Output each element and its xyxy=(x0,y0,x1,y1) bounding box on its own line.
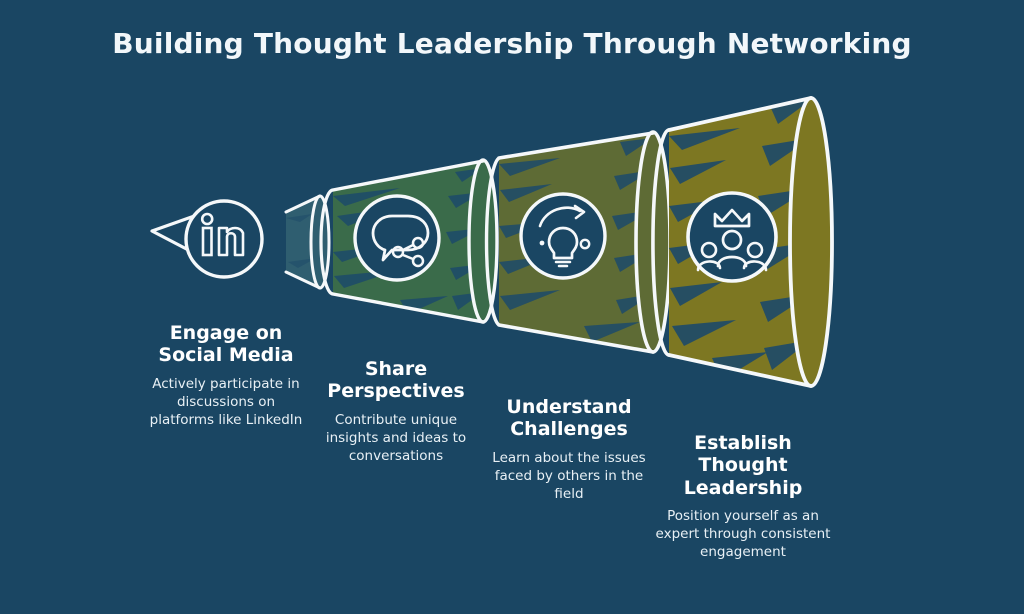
stage-heading-line-2: Perspectives xyxy=(327,380,465,403)
stage-heading-line-1: Understand xyxy=(506,396,632,418)
stage-heading: Understand Challenges xyxy=(486,396,652,441)
stage-description: Actively participate in discussions on p… xyxy=(149,375,303,428)
stage-label-establish-thought-leadership: Establish Thought Leadership Position yo… xyxy=(655,432,831,562)
stage-heading-line-1: Establish xyxy=(694,432,792,454)
stage-heading-line-1: Share xyxy=(364,358,428,380)
stage-heading-line-1: Engage on xyxy=(169,322,283,344)
stage-heading: Engage on Social Media xyxy=(148,322,304,367)
stage-heading: Share Perspectives xyxy=(314,358,478,403)
stage-heading-line-2: Challenges xyxy=(510,418,628,441)
page-title: Building Thought Leadership Through Netw… xyxy=(112,27,912,60)
stage-description: Position yourself as an expert through c… xyxy=(655,508,831,561)
stage-description: Learn about the issues faced by others i… xyxy=(492,449,646,502)
stage-heading: Establish Thought Leadership xyxy=(655,432,831,499)
stage-description: Contribute unique insights and ideas to … xyxy=(325,411,467,464)
stage-label-share-perspectives: Share Perspectives Contribute unique ins… xyxy=(314,358,478,466)
stage-heading-line-2: Thought xyxy=(698,454,788,477)
stage-label-engage-on-social-media: Engage on Social Media Actively particip… xyxy=(148,322,304,430)
stage-label-understand-challenges: Understand Challenges Learn about the is… xyxy=(486,396,652,504)
stage-heading-line-2: Social Media xyxy=(158,344,294,367)
stage-heading-line-3: Leadership xyxy=(683,476,803,499)
